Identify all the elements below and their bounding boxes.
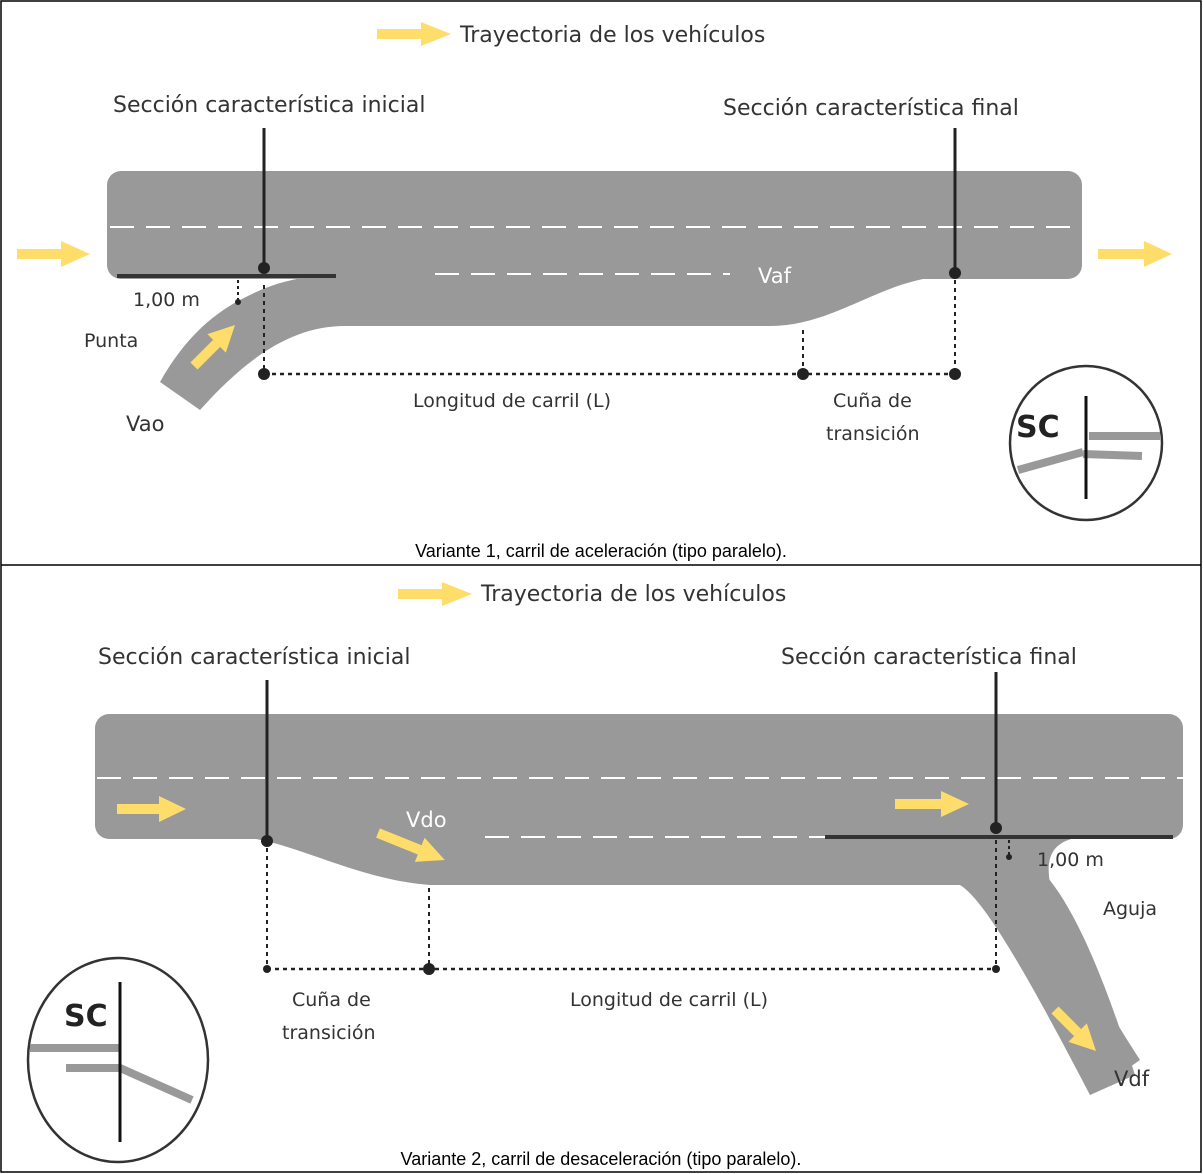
legend-arrow-icon — [377, 22, 451, 46]
legend-arrow-icon-2 — [398, 582, 472, 606]
diverge-arrow-icon — [376, 828, 445, 862]
label-wedge-line1: Cuña de — [833, 390, 912, 412]
length-dot-start-2 — [263, 965, 271, 973]
main-road — [107, 171, 1082, 279]
length-dot-mid — [797, 368, 809, 380]
initial-section-dot — [258, 262, 270, 274]
label-tip-2: Aguja — [1103, 898, 1157, 920]
label-wedge-line1-2: Cuña de — [292, 989, 371, 1011]
label-wedge-line2: transición — [826, 423, 920, 445]
label-speed-main-2: Vdo — [406, 808, 447, 832]
length-dot-end — [949, 368, 961, 380]
length-dot-start — [258, 368, 270, 380]
legend-2: Trayectoria de los vehículos — [398, 582, 786, 607]
label-tip: Punta — [84, 330, 138, 352]
main-arrow-icon-2 — [117, 796, 186, 822]
deceleration-lane — [200, 836, 1140, 1095]
offset-dim-dot — [235, 299, 241, 305]
exit-arrow-icon — [1098, 241, 1172, 267]
on-ramp — [160, 277, 345, 410]
length-dot-end-2 — [992, 965, 1000, 973]
exit-ramp — [960, 838, 1135, 1095]
label-offset-2: 1,00 m — [1037, 849, 1104, 871]
label-initial-section-2: Sección característica inicial — [98, 645, 410, 670]
offset-dim-dot-2 — [1006, 854, 1012, 860]
label-offset: 1,00 m — [133, 289, 200, 311]
lane-arrow-icon-2 — [895, 791, 969, 817]
inset-label-2: SC — [64, 999, 108, 1034]
caption-2: Variante 2, carril de desaceleración (ti… — [401, 1149, 802, 1169]
length-dot-mid-2 — [423, 963, 435, 975]
entry-arrow-icon — [17, 241, 90, 267]
label-speed-entry: Vao — [126, 412, 164, 436]
initial-section-dot-2 — [261, 835, 273, 847]
legend-text-2: Trayectoria de los vehículos — [480, 582, 786, 607]
main-road-2 — [95, 714, 1183, 839]
legend-1: Trayectoria de los vehículos — [377, 22, 765, 48]
inset-detail-2: SC — [26, 956, 210, 1164]
label-length-2: Longitud de carril (L) — [570, 989, 768, 1011]
label-final-section: Sección característica final — [723, 96, 1019, 121]
label-initial-section: Sección característica inicial — [113, 93, 425, 118]
panel-2-deceleration: Trayectoria de los vehículos — [26, 582, 1183, 1169]
final-section-dot-2 — [990, 822, 1002, 834]
label-final-section-2: Sección característica final — [781, 645, 1077, 670]
panel-1-acceleration: Trayectoria de los vehículos — [17, 22, 1172, 561]
final-section-dot — [949, 267, 961, 279]
legend-text: Trayectoria de los vehículos — [459, 23, 765, 48]
label-wedge-line2-2: transición — [282, 1022, 376, 1044]
caption-1: Variante 1, carril de aceleración (tipo … — [415, 541, 787, 561]
inset-label-1: SC — [1016, 410, 1060, 445]
label-speed-exit-2: Vdf — [1114, 1067, 1150, 1091]
label-speed-main: Vaf — [758, 264, 792, 288]
inset-detail-1: SC — [1008, 364, 1164, 522]
label-length: Longitud de carril (L) — [413, 390, 611, 412]
